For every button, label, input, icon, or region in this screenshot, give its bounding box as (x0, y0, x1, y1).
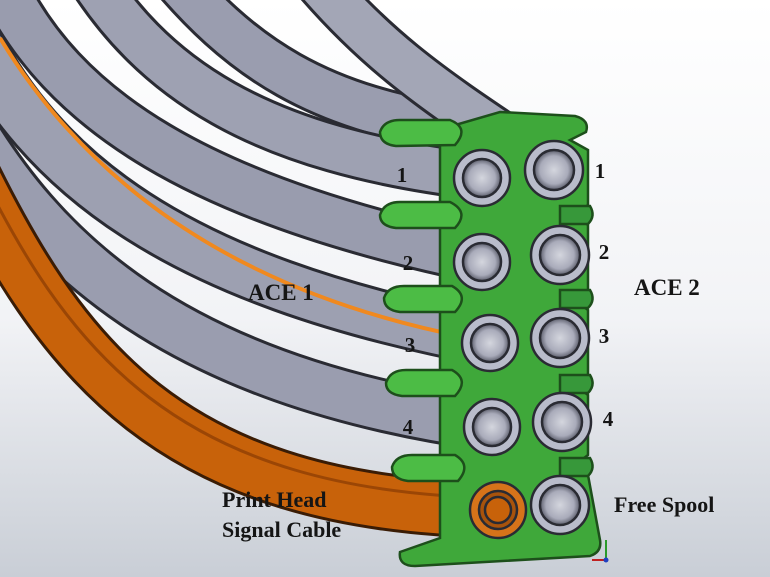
signal-cable (0, 165, 499, 539)
left-slot-label: 1 (397, 163, 408, 187)
axis-triad-icon (592, 540, 609, 563)
right-slot-label: 1 (595, 159, 606, 183)
left-column-bores (452, 148, 528, 540)
print-head-label: Print Head (222, 487, 327, 512)
right-slot-label: 2 (599, 240, 610, 264)
filament-line (0, 36, 471, 340)
right-slot-label: 3 (599, 324, 610, 348)
signal-cable-label: Signal Cable (222, 517, 341, 542)
ace-2-label: ACE 2 (634, 275, 700, 300)
ace-1-label: ACE 1 (248, 280, 314, 305)
left-slot-label: 3 (405, 333, 416, 357)
left-slot-label: 2 (403, 251, 414, 275)
free-spool-label: Free Spool (614, 492, 714, 517)
left-slot-label: 4 (403, 415, 414, 439)
right-column-bores (523, 139, 593, 536)
right-slot-label: 4 (603, 407, 614, 431)
